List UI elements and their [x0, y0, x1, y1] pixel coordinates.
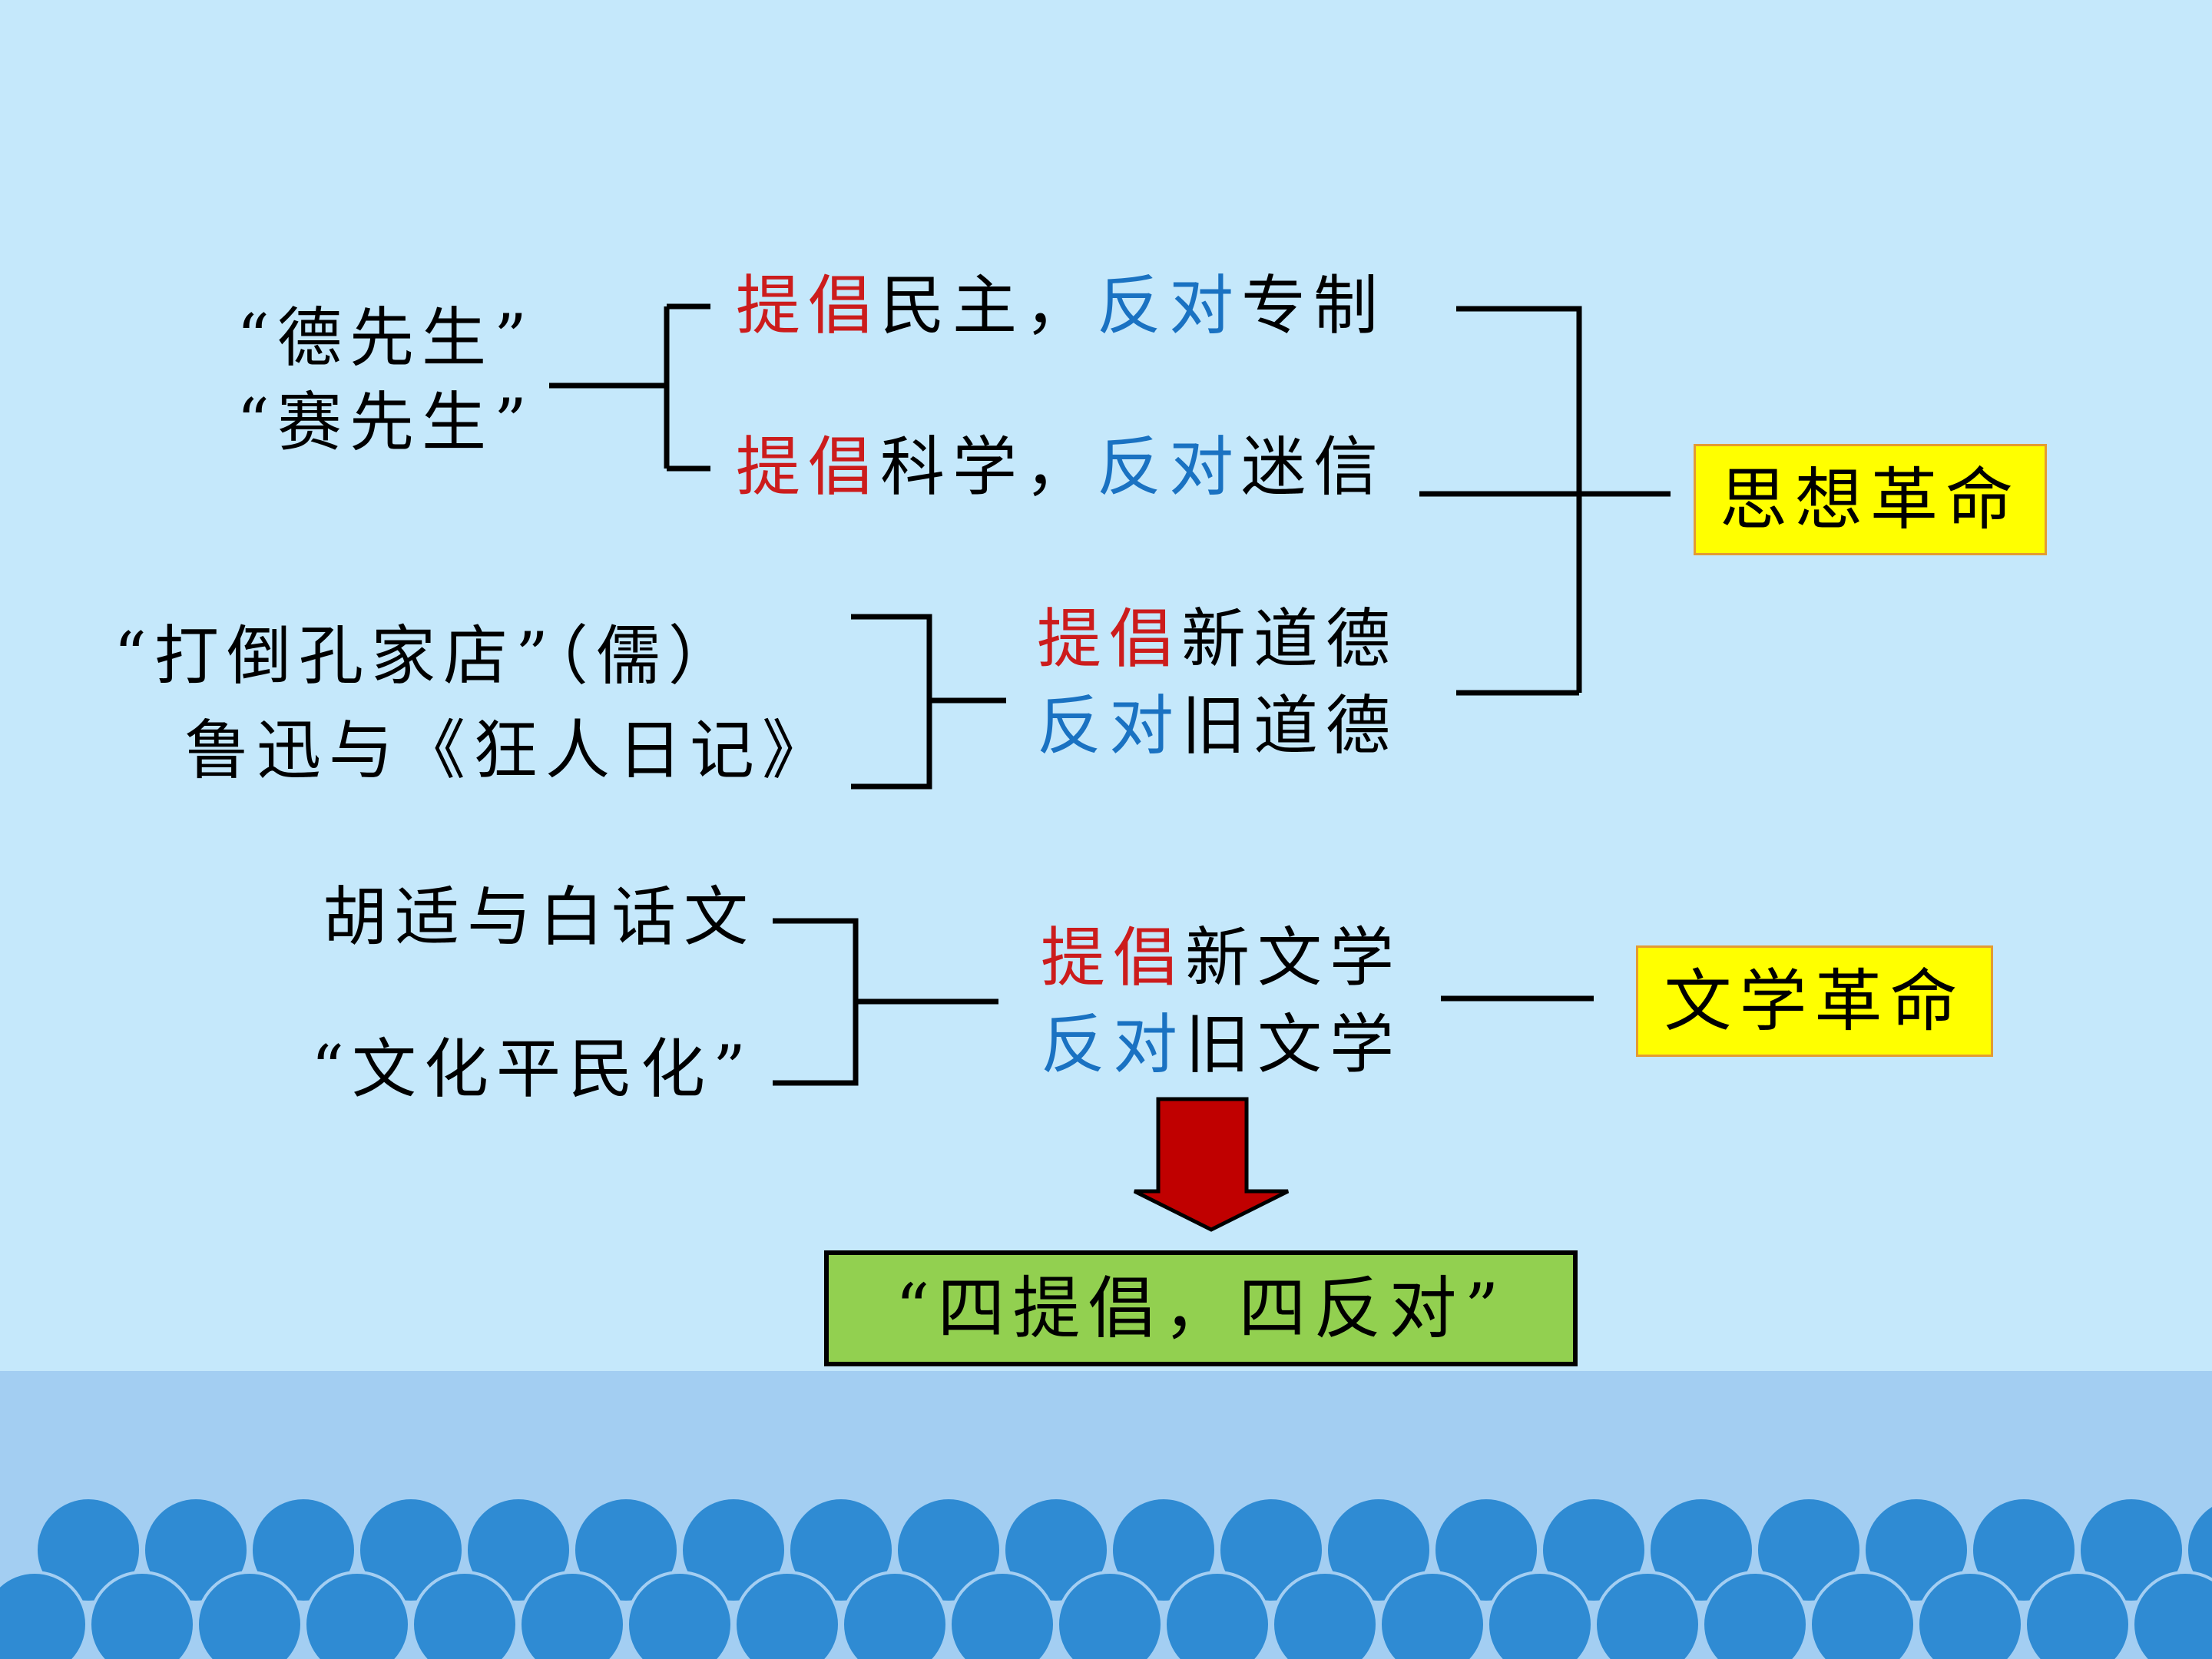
- oppose-word: 反对: [1097, 429, 1242, 505]
- wave-arch: [1594, 1571, 1701, 1659]
- summary-box: “四提倡，四反对”: [824, 1250, 1578, 1366]
- wave-arch: [1486, 1571, 1594, 1659]
- bracket-thought-revolution: [1419, 306, 1671, 696]
- wave-arch: [1379, 1571, 1486, 1659]
- wave-arch: [0, 1571, 88, 1659]
- old-morality-word: 旧道德: [1181, 688, 1399, 763]
- wave-arch: [1540, 1496, 1647, 1604]
- oppose-word: 反对: [1037, 688, 1182, 763]
- wave-arch: [1755, 1496, 1863, 1604]
- wave-arch: [250, 1496, 357, 1604]
- new-morality-word: 新道德: [1181, 601, 1399, 677]
- wave-arch: [142, 1496, 250, 1604]
- new-literature-word: 新文学: [1185, 920, 1402, 995]
- wave-arch: [1325, 1496, 1432, 1604]
- luxun-diary: 鲁迅与《狂人日记》: [184, 713, 835, 788]
- oppose-old-morality: 反对旧道德: [1037, 694, 1398, 758]
- wave-arch: [357, 1496, 465, 1604]
- autocracy-word: 专制: [1241, 268, 1386, 343]
- oppose-old-literature: 反对旧文学: [1041, 1012, 1402, 1077]
- wave-arch: [733, 1571, 841, 1659]
- wave-arch: [1647, 1496, 1755, 1604]
- wave-arch: [680, 1496, 787, 1604]
- advocate-democracy-line: 提倡民主，反对专制: [736, 273, 1386, 338]
- wave-arch: [1056, 1571, 1164, 1659]
- wave-arch: [411, 1571, 518, 1659]
- bracket-democracy-science: [549, 303, 710, 472]
- advocate-word: 提倡: [1037, 601, 1182, 677]
- superstition-word: 迷信: [1241, 429, 1386, 505]
- culture-popularization: “文化平民化”: [311, 1031, 753, 1107]
- wave-arch: [1916, 1571, 2024, 1659]
- wave-arch: [1110, 1496, 1217, 1604]
- advocate-science-line: 提倡科学，反对迷信: [736, 435, 1386, 499]
- wave-arch: [841, 1571, 949, 1659]
- wave-arch: [1217, 1496, 1325, 1604]
- wave-arch: [2024, 1571, 2131, 1659]
- oppose-word: 反对: [1041, 1007, 1186, 1082]
- wave-arch: [1432, 1496, 1540, 1604]
- wave-arch: [2131, 1571, 2212, 1659]
- wave-arch: [465, 1496, 572, 1604]
- wave-arch: [1164, 1571, 1271, 1659]
- advocate-new-literature: 提倡新文学: [1041, 926, 1402, 990]
- wave-arch: [895, 1496, 1002, 1604]
- oppose-word: 反对: [1097, 268, 1242, 343]
- wave-arch: [1970, 1496, 2078, 1604]
- wave-arch: [1863, 1496, 1970, 1604]
- mr-science: “赛先生”: [237, 385, 535, 460]
- wave-arch: [1701, 1571, 1809, 1659]
- democracy-word: 民主，: [880, 268, 1098, 343]
- wave-pattern: [0, 1496, 2212, 1659]
- advocate-word: 提倡: [1041, 920, 1186, 995]
- wave-arch: [572, 1496, 680, 1604]
- mr-democracy: “德先生”: [237, 300, 535, 376]
- advocate-word: 提倡: [736, 429, 881, 505]
- thought-revolution-box: 思想革命: [1694, 444, 2047, 555]
- wave-arch: [196, 1571, 303, 1659]
- bracket-morality: [851, 614, 1006, 790]
- wave-arch: [2078, 1496, 2185, 1604]
- wave-arch: [1271, 1571, 1379, 1659]
- advocate-word: 提倡: [736, 268, 881, 343]
- wave-arch: [303, 1571, 411, 1659]
- down-arrow-icon: [1133, 1097, 1290, 1232]
- wave-arch: [518, 1571, 626, 1659]
- bracket-literature: [773, 918, 998, 1086]
- literary-revolution-box: 文学革命: [1636, 945, 1993, 1057]
- down-with-confucius: “打倒孔家店”（儒）: [114, 618, 740, 694]
- advocate-new-morality: 提倡新道德: [1037, 607, 1398, 671]
- hushi-vernacular: 胡适与白话文: [323, 879, 757, 955]
- old-literature-word: 旧文学: [1185, 1007, 1402, 1082]
- wave-arch: [88, 1571, 196, 1659]
- wave-arch: [626, 1571, 733, 1659]
- wave-arch: [787, 1496, 895, 1604]
- wave-arch: [35, 1496, 142, 1604]
- wave-arch: [1809, 1571, 1916, 1659]
- wave-arch: [949, 1571, 1056, 1659]
- science-word: 科学，: [880, 429, 1098, 505]
- wave-arch: [1002, 1496, 1110, 1604]
